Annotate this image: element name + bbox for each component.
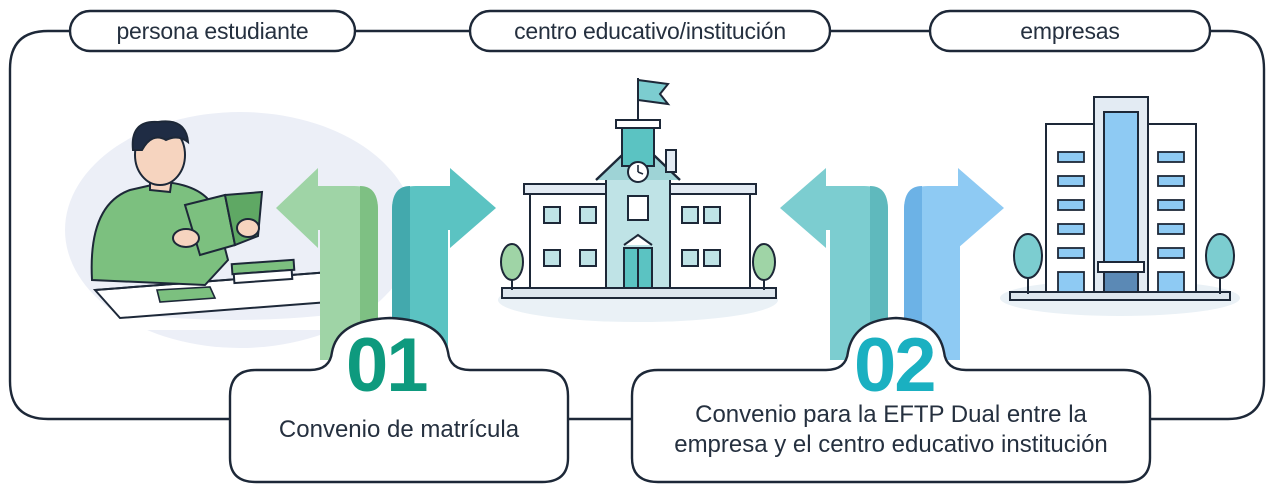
arrow-up-left-icon: [780, 168, 888, 360]
agreement-box-2: [630, 316, 1152, 484]
arrow-up-right-icon: [392, 168, 496, 360]
agreement-1-text: Convenio de matrícula: [278, 416, 520, 443]
agreement-1-number: 01: [346, 323, 429, 408]
label-pill-companies: [928, 9, 1212, 53]
arrow-up-right-icon: [904, 168, 1004, 360]
institution-label: centro educativo/institución: [514, 17, 786, 44]
agreement-box-1: [228, 316, 570, 484]
student-label: persona estudiante: [116, 17, 309, 44]
label-pill-institution: [468, 9, 832, 53]
agreement-2-line1: Convenio para la EFTP Dual entre la: [695, 401, 1087, 428]
label-pill-student: [68, 9, 357, 53]
arrow-up-left-icon: [276, 168, 378, 360]
agreement-2-line2: empresa y el centro educativo institució…: [674, 431, 1108, 458]
agreement-2-number: 02: [854, 323, 937, 408]
office-building-illustration: [1000, 96, 1240, 316]
companies-label: empresas: [1020, 17, 1120, 44]
outer-frame: [8, 29, 1266, 421]
agreement-2-text: Convenio para la EFTP Dual entre la empr…: [632, 400, 1150, 460]
school-building-illustration: [498, 78, 778, 322]
